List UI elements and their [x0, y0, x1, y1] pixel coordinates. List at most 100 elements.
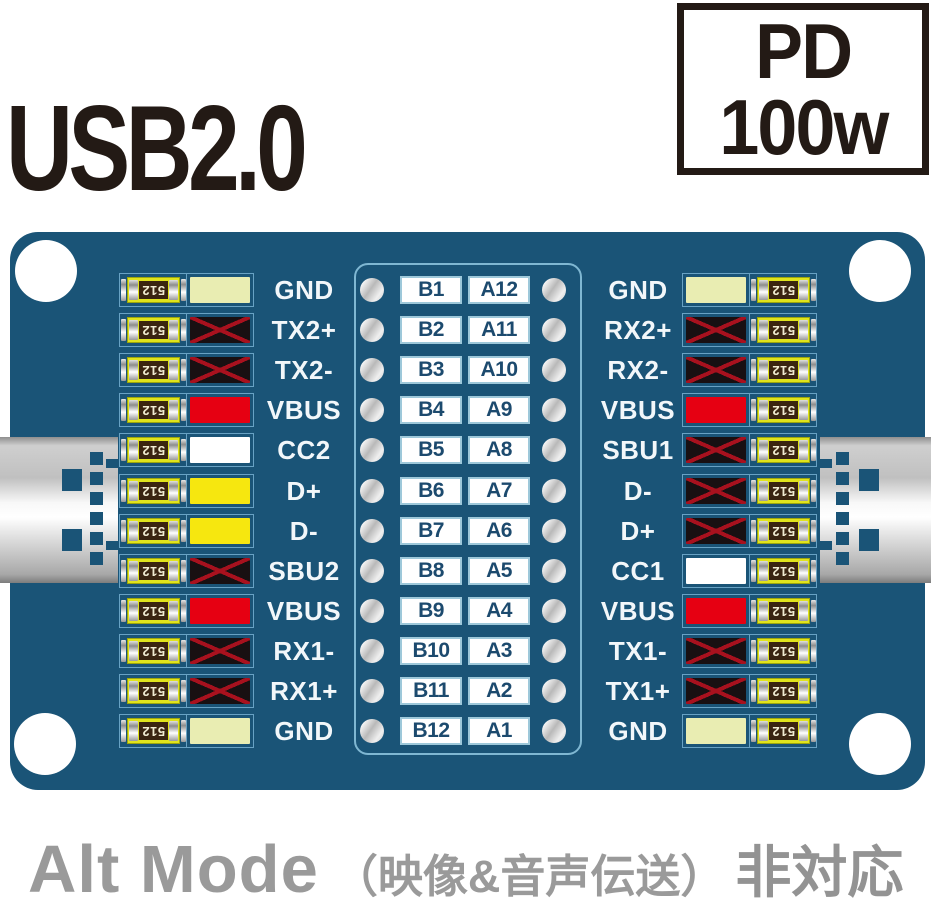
connector-pad [90, 492, 103, 505]
resistor-pad [810, 439, 816, 462]
resistor-cap [168, 681, 178, 701]
alt-mode-label: Alt Mode [28, 832, 319, 904]
resistor-cap [798, 721, 808, 742]
connector-pad [90, 552, 103, 565]
resistor-pad [750, 720, 756, 743]
connector-pad [836, 512, 849, 525]
led-zone [187, 394, 253, 426]
resistor-marking: 512 [768, 321, 798, 340]
pin-label-right: TX1+ [605, 676, 671, 706]
resistor-cap [798, 480, 808, 501]
resistor-body: 512 [126, 718, 180, 745]
connector-pad [90, 532, 103, 545]
component-cell-left: 512 [119, 473, 254, 508]
connector-pad [62, 529, 82, 551]
pin-hole [360, 358, 384, 383]
resistor-body: 512 [126, 517, 180, 544]
resistor-pad [120, 359, 126, 382]
connector-pad [836, 552, 849, 565]
resistor-cap [758, 400, 768, 421]
pd-badge-line2: 100w [718, 83, 889, 171]
resistor-pad [120, 319, 126, 342]
pin-box-b: B3 [400, 356, 462, 385]
pin-label-right: CC1 [611, 555, 665, 586]
resistor-cap [128, 640, 138, 661]
resistor-body: 512 [126, 637, 180, 664]
resistor-body: 512 [756, 477, 810, 504]
led-zone [187, 515, 253, 547]
resistor-marking: 512 [138, 641, 168, 660]
resistor-pad [120, 639, 126, 662]
led-indicator-yellow [190, 517, 250, 544]
component-cell-left: 512 [119, 553, 254, 588]
resistor-pad [810, 359, 816, 382]
resistor: 512 [750, 317, 816, 344]
led-indicator-x [686, 637, 746, 664]
resistor-body: 512 [756, 277, 810, 303]
led-zone [187, 555, 253, 587]
resistor: 512 [750, 277, 816, 303]
component-cell-left: 512 [119, 593, 254, 628]
pin-label-right: RX2- [607, 355, 669, 386]
resistor-zone: 512 [749, 715, 816, 748]
resistor-zone: 512 [120, 274, 187, 306]
pd-badge-line1: PD [754, 6, 853, 95]
resistor-body: 512 [126, 397, 180, 424]
resistor-pad [810, 399, 816, 422]
resistor-pad [120, 399, 126, 422]
led-zone [683, 274, 749, 306]
led-indicator-x [686, 517, 746, 544]
resistor-cap [128, 520, 138, 541]
resistor-cap [128, 400, 138, 421]
resistor-marking: 512 [138, 441, 168, 460]
pin-box-b: B7 [400, 516, 462, 545]
resistor-pad [750, 479, 756, 502]
resistor-cap [168, 600, 178, 621]
pin-hole [360, 518, 384, 543]
component-cell-right: 512 [682, 273, 817, 307]
resistor: 512 [120, 357, 186, 384]
pin-label-right: VBUS [600, 595, 676, 626]
pin-hole [360, 398, 384, 423]
pin-hole [542, 318, 566, 343]
resistor-cap [758, 600, 768, 621]
resistor-zone: 512 [120, 474, 187, 507]
resistor-cap [128, 440, 138, 461]
pin-label-right: GND [608, 275, 668, 305]
pin-hole [360, 438, 384, 463]
resistor-body: 512 [126, 477, 180, 504]
pin-box-b: B8 [400, 556, 462, 585]
pin-box-a: A12 [468, 276, 530, 304]
resistor-marking: 512 [138, 521, 168, 540]
led-indicator-red [190, 397, 250, 424]
pin-label-right: RX2+ [604, 315, 672, 346]
resistor-body: 512 [126, 557, 180, 584]
pin-hole [542, 398, 566, 423]
connector-pad [62, 469, 82, 491]
pin-box-a: A11 [468, 316, 530, 345]
pd-power-badge: PD 100w [677, 3, 929, 175]
pin-hole [542, 518, 566, 543]
component-cell-right: 512 [682, 593, 817, 628]
resistor-pad [180, 319, 186, 342]
resistor-pad [180, 680, 186, 702]
pin-label-left: CC2 [277, 435, 331, 466]
pin-box-a: A1 [468, 717, 530, 746]
resistor-pad [180, 359, 186, 382]
pin-hole [542, 558, 566, 583]
led-zone [187, 314, 253, 346]
pin-label-right: SBU1 [602, 435, 674, 466]
led-indicator-yellow [190, 477, 250, 504]
pin-box-b: B6 [400, 476, 462, 505]
resistor-marking: 512 [768, 601, 798, 620]
resistor-cap [168, 480, 178, 501]
led-zone [683, 555, 749, 587]
led-zone [187, 274, 253, 306]
led-indicator-red [686, 397, 746, 424]
led-indicator-pale [190, 718, 250, 745]
resistor-cap [758, 640, 768, 661]
led-zone [683, 595, 749, 627]
pin-box-a: A6 [468, 516, 530, 545]
pin-label-left: D- [289, 515, 319, 546]
resistor: 512 [120, 397, 186, 424]
